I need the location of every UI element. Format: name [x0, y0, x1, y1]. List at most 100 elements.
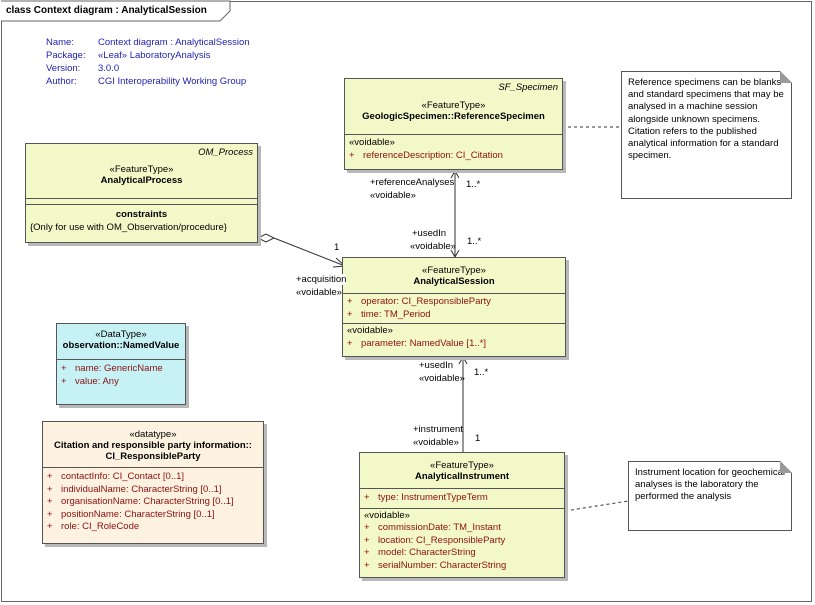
responsible-party-attr-individual: + individualName: CharacterString [0..1]: [43, 484, 263, 497]
note-reference-specimen[interactable]: Reference specimens can be blanks and st…: [621, 71, 792, 199]
analytical-session-attr-parameter: + parameter: NamedValue [1..*]: [343, 338, 565, 351]
named-value-attr-name: + name: GenericName: [57, 363, 185, 376]
attr-text: organisationName: CharacterString [0..1]: [61, 496, 234, 507]
attr-visibility: +: [47, 521, 53, 532]
attr-visibility: +: [364, 492, 370, 503]
class-named-value[interactable]: «DataType» observation::NamedValue +name…: [56, 323, 186, 405]
named-value-attr-value: + value: Any: [57, 376, 185, 389]
named-value-stereotype: «DataType»: [95, 329, 147, 340]
responsible-party-attr-role: + role: CI_RoleCode: [43, 521, 263, 534]
meta-package-key: Package:: [46, 50, 86, 61]
attr-visibility: +: [47, 471, 53, 482]
attr-visibility: +: [364, 547, 370, 558]
class-analytical-instrument[interactable]: «FeatureType» AnalyticalInstrument +type…: [359, 452, 565, 578]
class-analytical-process[interactable]: OM_Process «FeatureType» AnalyticalProce…: [25, 143, 258, 243]
meta-name-key: Name:: [46, 37, 74, 48]
meta-author-key: Author:: [46, 76, 77, 87]
meta-package-value: «Leaf» LaboratoryAnalysis: [98, 50, 211, 61]
analytical-instrument-attr-model: + model: CharacterString: [360, 547, 564, 560]
label-instrument-voidable: «voidable»: [413, 437, 459, 448]
responsible-party-name-line2: CI_ResponsibleParty: [105, 451, 201, 462]
label-reference-mult: 1..*: [466, 179, 481, 190]
class-analytical-session[interactable]: «FeatureType» AnalyticalSession +operato…: [342, 257, 566, 357]
attr-text: individualName: CharacterString [0..1]: [61, 483, 222, 495]
analytical-process-parent: OM_Process: [198, 147, 253, 158]
label-acquisition-mult: 1: [334, 242, 340, 253]
frame-tab-shape: [1, 0, 231, 22]
responsible-party-stereotype: «datatype»: [129, 429, 177, 440]
reference-specimen-name: GeologicSpecimen::ReferenceSpecimen: [362, 111, 545, 122]
responsible-party-attr-position: +positionName: CharacterString [0..1]: [43, 509, 263, 522]
analytical-instrument-stereotype: «FeatureType»: [430, 460, 494, 471]
label-acquisition: +acquisition: [296, 274, 347, 285]
note-fold-icon: [780, 71, 792, 83]
analytical-instrument-attr-serial: +serialNumber: CharacterString: [360, 560, 564, 573]
attr-visibility: +: [61, 363, 67, 374]
analytical-session-attr-time: + time: TM_Period: [343, 309, 565, 322]
analytical-session-name: AnalyticalSession: [413, 276, 495, 287]
attr-visibility: +: [347, 308, 353, 320]
analytical-instrument-attr-commission: + commissionDate: TM_Instant: [360, 522, 564, 535]
note-instrument[interactable]: Instrument location for geochemical anal…: [628, 461, 792, 531]
attr-text: referenceDescription: CI_Citation: [363, 149, 503, 161]
label-acquisition-voidable: «voidable»: [296, 287, 342, 298]
reference-specimen-stereotype: «FeatureType»: [421, 100, 486, 111]
instrument-note-connector: [564, 500, 629, 512]
attr-text: value: Any: [75, 375, 119, 387]
note-reference-text: Reference specimens can be blanks and st…: [628, 77, 784, 162]
attr-text: model: CharacterString: [378, 547, 476, 558]
analytical-instrument-attr-location: + location: CI_ResponsibleParty: [360, 535, 564, 548]
label-used-in-instrument-voidable: «voidable»: [419, 373, 465, 384]
reference-specimen-parent: SF_Specimen: [498, 82, 558, 93]
attr-visibility: +: [349, 149, 355, 161]
label-reference-analyses: +referenceAnalyses: [370, 177, 455, 188]
responsible-party-attr-organisation: + organisationName: CharacterString [0..1…: [43, 496, 263, 509]
meta-version-key: Version:: [46, 63, 81, 74]
analytical-process-constraints-label: constraints: [115, 209, 168, 220]
attr-visibility: +: [47, 508, 53, 520]
attr-text: commissionDate: TM_Instant: [378, 522, 501, 533]
attr-visibility: +: [47, 496, 53, 507]
responsible-party-name-line1: Citation and responsible party informati…: [54, 440, 252, 451]
class-responsible-party[interactable]: «datatype» Citation and responsible part…: [42, 421, 264, 544]
attr-text: name: GenericName: [75, 363, 163, 374]
reference-specimen-attr: + referenceDescription: CI_Citation: [345, 150, 562, 163]
responsible-party-attr-contact: +contactInfo: CI_Contact [0..1]: [43, 471, 263, 484]
frame-title: class Context diagram : AnalyticalSessio…: [6, 5, 207, 16]
attr-text: time: TM_Period: [361, 308, 431, 320]
attr-visibility: +: [61, 375, 67, 387]
acquisition-association-line[interactable]: [273, 237, 346, 267]
reference-specimen-voidable: «voidable»: [349, 137, 395, 148]
diagram-metadata: Name: Context diagram : AnalyticalSession…: [46, 36, 250, 88]
meta-version-value: 3.0.0: [98, 63, 120, 74]
attr-text: operator: CI_ResponsibleParty: [361, 296, 491, 307]
reference-arrow-up: [450, 169, 460, 179]
label-used-in-instrument: +usedIn: [419, 360, 454, 371]
attr-visibility: +: [47, 483, 53, 495]
label-instrument-mult: 1: [475, 433, 481, 444]
label-reference-analyses-voidable: «voidable»: [370, 190, 416, 201]
label-used-in-session-mult: 1..*: [467, 236, 482, 247]
analytical-instrument-voidable: «voidable»: [364, 509, 410, 521]
note-fold-icon: [780, 461, 792, 473]
analytical-instrument-name: AnalyticalInstrument: [415, 471, 509, 482]
attr-text: parameter: NamedValue [1..*]: [361, 337, 486, 349]
attr-text: location: CI_ResponsibleParty: [378, 534, 506, 546]
attr-visibility: +: [364, 534, 370, 546]
class-reference-specimen[interactable]: SF_Specimen «FeatureType» GeologicSpecim…: [344, 78, 563, 170]
aggregation-diamond: [256, 233, 276, 243]
label-used-in-session-voidable: «voidable»: [410, 241, 456, 252]
analytical-process-stereotype: «FeatureType»: [109, 164, 174, 175]
attr-visibility: +: [347, 296, 353, 307]
analytical-process-name: AnalyticalProcess: [100, 175, 183, 186]
attr-text: role: CI_RoleCode: [61, 521, 140, 532]
analytical-session-voidable: «voidable»: [347, 325, 393, 336]
attr-visibility: +: [364, 559, 370, 571]
attr-visibility: +: [347, 337, 353, 349]
frame-title-tab: class Context diagram : AnalyticalSessio…: [1, 1, 231, 21]
attr-visibility: +: [364, 522, 370, 533]
meta-author-value: CGI Interoperability Working Group: [98, 76, 247, 87]
meta-name-value: Context diagram : AnalyticalSession: [98, 37, 250, 48]
analytical-instrument-attr-type: +type: InstrumentTypeTerm: [360, 492, 564, 505]
